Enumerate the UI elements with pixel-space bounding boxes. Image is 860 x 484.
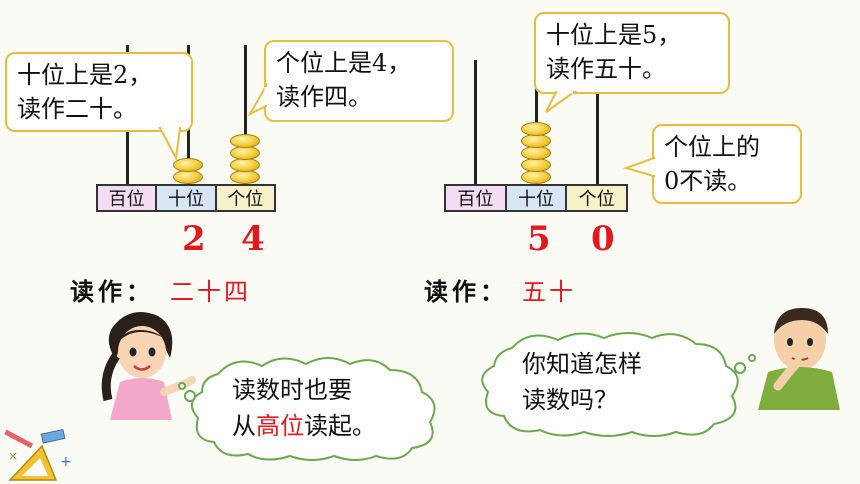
left-ones-rod xyxy=(244,45,247,185)
girl-thought-line1: 读数时也要 xyxy=(232,376,352,404)
girl-thought-line2: 从高位读起。 xyxy=(232,412,376,440)
place-hundreds-label: 百位 xyxy=(98,186,158,210)
right-ones-bubble: 个位上的 0不读。 xyxy=(652,124,802,204)
right-tens-digit: 5 xyxy=(527,219,551,259)
boy-thought-line1: 你知道怎样 xyxy=(522,350,642,378)
place-hundreds-label: 百位 xyxy=(446,186,507,210)
left-place-value-row: 百位 十位 个位 xyxy=(96,184,276,212)
boy-thought-text: 你知道怎样 读数吗？ xyxy=(522,346,642,418)
place-tens-label: 十位 xyxy=(506,186,568,210)
right-read-value: 五十 xyxy=(522,278,576,306)
left-ones-digit: 4 xyxy=(241,219,265,259)
girl-thought-cloud xyxy=(178,357,436,461)
boy-thought-line2: 读数吗？ xyxy=(522,386,618,414)
right-ones-rod xyxy=(596,60,599,185)
left-ones-bubble: 个位上是4， 读作四。 xyxy=(264,40,454,122)
place-tens-label: 十位 xyxy=(157,186,217,210)
high-place-highlight: 高位 xyxy=(256,412,304,440)
times-sign-icon: × xyxy=(8,449,18,463)
abacus-bead xyxy=(173,158,203,172)
stationery-icon: + × xyxy=(4,428,72,481)
place-ones-label: 个位 xyxy=(216,186,274,210)
right-tens-bubble: 十位上是5， 读作五十。 xyxy=(534,12,730,94)
girl-thought-text: 读数时也要 从高位读起。 xyxy=(232,372,376,444)
left-read-value: 二十四 xyxy=(170,278,251,306)
left-tens-bubble: 十位上是2， 读作二十。 xyxy=(5,52,193,132)
abacus-bead xyxy=(230,134,260,148)
right-hundreds-rod xyxy=(474,60,477,185)
right-place-value-row: 百位 十位 个位 xyxy=(444,184,628,212)
abacus-bead xyxy=(521,122,551,136)
right-ones-digit: 0 xyxy=(591,219,615,259)
right-read-label: 读作： xyxy=(424,278,508,306)
boy-thought-cloud xyxy=(481,332,756,437)
boy-illustration xyxy=(758,308,840,410)
place-ones-label: 个位 xyxy=(567,186,627,210)
girl-illustration xyxy=(101,312,196,420)
left-read-label: 读作： xyxy=(70,278,154,306)
plus-sign-icon: + xyxy=(60,454,72,470)
left-tens-digit: 2 xyxy=(182,219,206,259)
